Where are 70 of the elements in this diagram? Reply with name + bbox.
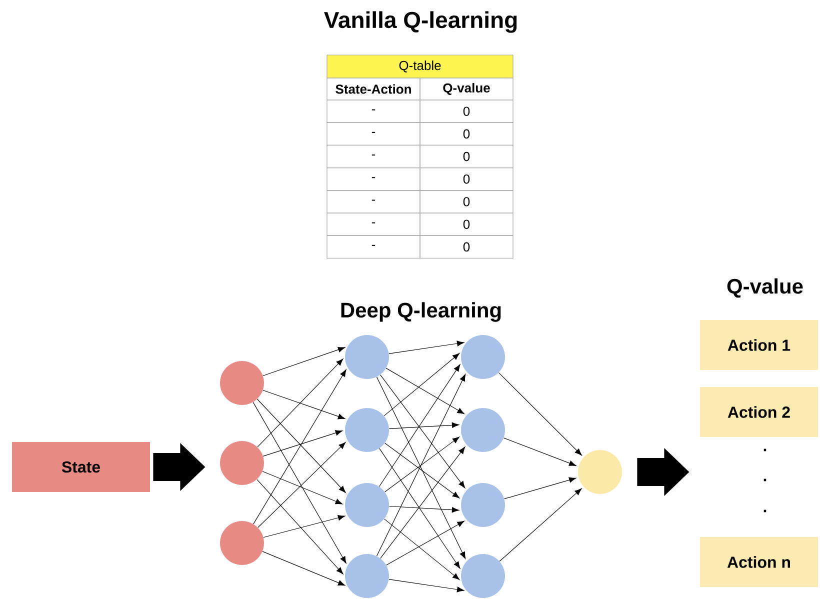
- heading: Q-value: [727, 278, 803, 298]
- connection-line: [380, 374, 466, 488]
- hidden-neuron: [461, 335, 505, 379]
- action-box: Action n: [700, 537, 818, 587]
- table-cell: 0: [420, 122, 514, 146]
- table-cell: 0: [420, 235, 514, 258]
- column-header: State-Action: [326, 78, 420, 100]
- table-cell: -: [326, 190, 420, 214]
- connection-line: [388, 506, 460, 513]
- connection-line: [504, 477, 576, 500]
- connection-line: [503, 438, 576, 466]
- table-cell: -: [326, 122, 420, 146]
- connection-line: [380, 446, 466, 559]
- input-neuron: [220, 521, 264, 565]
- connection-line: [386, 368, 464, 414]
- title: Vanilla Q-learning: [324, 11, 517, 33]
- connection-line: [256, 398, 346, 493]
- connection-line: [384, 436, 460, 492]
- hidden-neuron: [345, 408, 389, 452]
- connection-line: [384, 442, 460, 498]
- table-cell: -: [326, 100, 420, 123]
- action-box: Action 1: [700, 320, 818, 370]
- column-header: Q-value: [420, 78, 514, 100]
- hidden-neuron: [345, 335, 389, 379]
- table-cell: 0: [420, 100, 514, 123]
- ellipsis-dot: .: [764, 478, 766, 482]
- table-cell: 0: [420, 168, 514, 191]
- connection-line: [252, 402, 346, 564]
- connection-line: [379, 448, 460, 569]
- connection-line: [388, 422, 460, 430]
- output-neuron: [578, 450, 622, 494]
- connection-line: [499, 488, 582, 562]
- connection-line: [384, 353, 460, 416]
- hidden-neuron: [461, 483, 505, 527]
- ellipsis-dot: .: [764, 510, 766, 512]
- connection-line: [498, 372, 582, 456]
- state-box: State: [12, 442, 150, 492]
- input-neuron: [220, 441, 264, 485]
- table-cell: 0: [420, 212, 514, 236]
- block-arrow: [153, 443, 206, 491]
- table-cell: -: [326, 212, 420, 236]
- connection-line: [388, 578, 464, 592]
- table-cell: 0: [420, 144, 514, 168]
- connection-line: [262, 471, 343, 504]
- connection-line: [262, 346, 346, 376]
- input-neuron: [220, 361, 264, 405]
- connection-line: [262, 430, 342, 456]
- connection-line: [388, 340, 464, 354]
- table-cell: -: [326, 144, 420, 168]
- action-box: Action 2: [700, 387, 818, 437]
- table-cell: -: [326, 235, 420, 258]
- hidden-neuron: [461, 554, 505, 598]
- connection-line: [386, 520, 464, 566]
- connection-line: [257, 358, 344, 448]
- connection-line: [262, 551, 346, 586]
- connection-line: [258, 442, 346, 528]
- connection-line: [263, 515, 346, 538]
- block-arrow: [637, 448, 690, 496]
- connection-line: [253, 369, 346, 524]
- hidden-neuron: [345, 554, 389, 598]
- table-cell: -: [326, 168, 420, 191]
- hidden-neuron: [345, 483, 389, 527]
- heading: Deep Q-learning: [341, 302, 501, 322]
- table-header: Q-table: [326, 54, 514, 78]
- hidden-neuron: [461, 408, 505, 452]
- table-cell: 0: [420, 190, 514, 214]
- connection-line: [384, 518, 460, 580]
- connection-line: [378, 364, 460, 487]
- connection-line: [256, 479, 344, 574]
- connection-line: [262, 390, 346, 420]
